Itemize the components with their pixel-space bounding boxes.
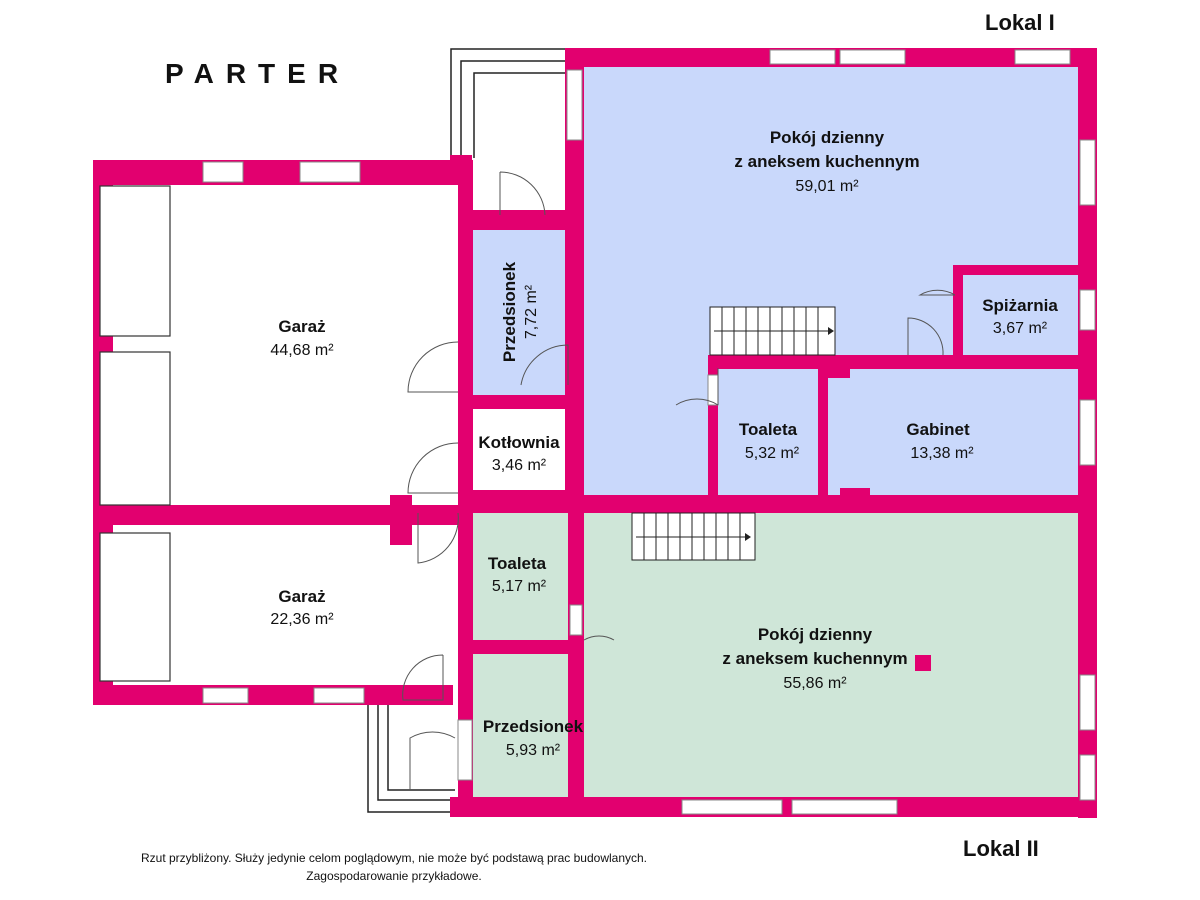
room-area: 59,01 m²	[795, 178, 859, 195]
door-swings	[402, 171, 956, 790]
room-name: Garaż	[278, 587, 325, 606]
room-living-1: Pokój dzienny z aneksem kuchennym 59,01 …	[734, 128, 919, 195]
lokal-1-label: Lokal I	[985, 10, 1055, 35]
room-name: Przedsionek	[483, 717, 584, 736]
room-area: 7,72 m²	[523, 284, 540, 339]
room-name: Przedsionek	[500, 261, 519, 362]
room-garage-2: Garaż 22,36 m²	[270, 587, 334, 628]
porch-steps-top	[367, 48, 566, 813]
room-area: 5,32 m²	[745, 445, 800, 462]
room-name: Toaleta	[488, 554, 547, 573]
room-area: 22,36 m²	[270, 611, 334, 628]
room-name: Gabinet	[906, 420, 970, 439]
room-name: Toaleta	[739, 420, 798, 439]
room-name: Pokój dzienny	[758, 625, 873, 644]
lokal-2-label: Lokal II	[963, 836, 1039, 861]
room-study: Gabinet 13,38 m²	[906, 420, 974, 462]
room-name: Kotłownia	[478, 433, 560, 452]
room-garage-1: Garaż 44,68 m²	[270, 317, 334, 359]
room-name-line2: z aneksem kuchennym	[734, 152, 919, 171]
room-name: Garaż	[278, 317, 325, 336]
vestibule-1-floor	[468, 230, 573, 395]
staircase-lower	[631, 512, 756, 561]
disclaimer-line-2: Zagospodarowanie przykładowe.	[306, 869, 481, 883]
room-area: 3,67 m²	[993, 320, 1048, 337]
garage-doors	[99, 185, 171, 682]
room-toilet-1: Toaleta 5,32 m²	[739, 420, 800, 462]
staircase-upper	[709, 306, 836, 356]
room-pantry: Spiżarnia 3,67 m²	[982, 296, 1058, 337]
room-area: 5,93 m²	[506, 742, 561, 759]
windows	[202, 49, 1096, 815]
room-toilet-2: Toaleta 5,17 m²	[488, 554, 547, 595]
disclaimer-line-1: Rzut przybliżony. Służy jedynie celom po…	[141, 851, 647, 865]
room-name: Pokój dzienny	[770, 128, 885, 147]
lokal-2-floor	[462, 510, 1082, 805]
room-boiler: Kotłownia 3,46 m²	[478, 433, 560, 474]
room-area: 55,86 m²	[783, 675, 847, 692]
room-name: Spiżarnia	[982, 296, 1058, 315]
room-name-line2: z aneksem kuchennym	[722, 649, 907, 668]
room-area: 44,68 m²	[270, 342, 334, 359]
room-area: 5,17 m²	[492, 578, 547, 595]
room-area: 13,38 m²	[910, 445, 974, 462]
floor-title: PARTER	[165, 58, 350, 89]
room-vestibule-1: Przedsionek 7,72 m²	[500, 261, 540, 362]
room-vestibule-2: Przedsionek 5,93 m²	[483, 717, 584, 759]
room-area: 3,46 m²	[492, 457, 547, 474]
room-living-2: Pokój dzienny z aneksem kuchennym 55,86 …	[722, 625, 907, 692]
